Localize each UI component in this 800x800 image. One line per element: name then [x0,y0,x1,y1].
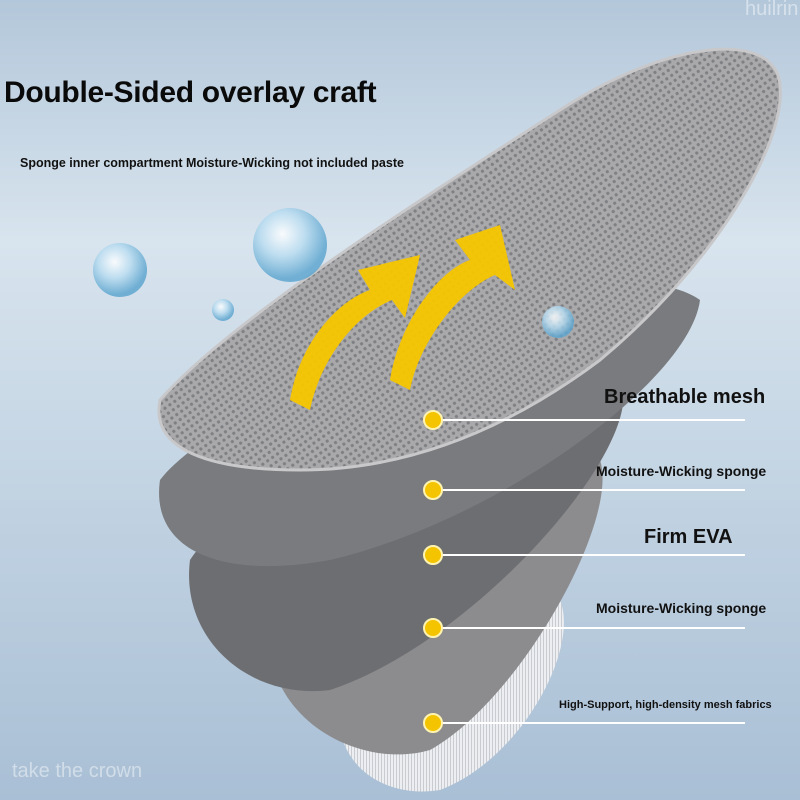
layer-markers [423,410,745,733]
layer-label: Moisture-Wicking sponge [596,463,767,479]
layer-label: Breathable mesh [604,386,766,408]
marker-dot [423,410,443,430]
arrow-icon [390,225,515,390]
marker-dot [423,480,443,500]
layer-label: High-Support, high-density mesh fabrics [559,699,772,711]
water-bubble-icon [253,208,327,282]
water-bubble-icon [93,243,147,297]
watermark: take the crown [12,760,143,782]
marker-dot [423,545,443,565]
water-bubble-icon [212,299,234,321]
layer-label: Moisture-Wicking sponge [596,600,767,616]
water-bubble-icon [542,306,574,338]
subheadline: Sponge inner compartment Moisture-Wickin… [20,156,404,170]
watermark: huilrin [745,0,799,20]
layer-label: Firm EVA [644,526,733,548]
marker-dot [423,713,443,733]
headline: Double-Sided overlay craft [4,76,377,109]
marker-dot [423,618,443,638]
arrow-icon [290,255,420,410]
